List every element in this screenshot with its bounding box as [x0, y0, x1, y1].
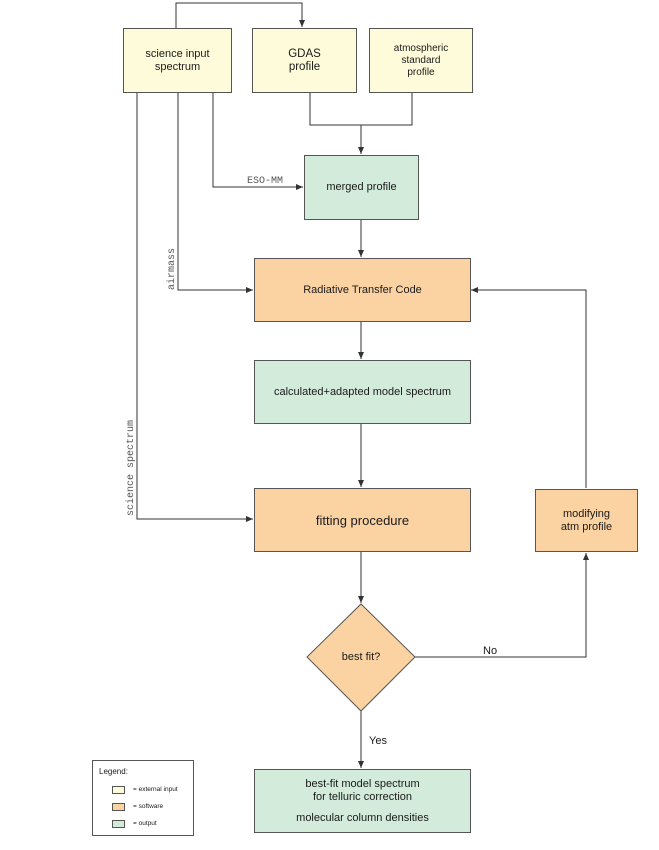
airmass-label: airmass	[167, 247, 178, 290]
legend: Legend: = external input = software = ou…	[92, 760, 194, 836]
edge-airmass	[177, 93, 253, 293]
edge-science-spectrum	[136, 93, 253, 522]
box-line: for telluric correction	[312, 790, 413, 803]
box-line: atmospheric	[393, 42, 449, 54]
box-line: modifying	[562, 507, 611, 520]
box-line: molecular column densities	[296, 811, 429, 824]
edge-science-to-gdas	[175, 2, 305, 28]
edge-gdas-to-merge	[309, 93, 361, 126]
legend-label-output: = output	[133, 820, 157, 827]
atmospheric-standard-profile-box: atmospheric standard profile	[369, 28, 473, 93]
box-line: best-fit model spectrum	[305, 777, 420, 790]
science-spectrum-label: science spectrum	[126, 419, 137, 516]
legend-swatch-software	[112, 803, 125, 811]
box-line: science input	[145, 47, 210, 60]
fitting-procedure-box: fitting procedure	[254, 488, 471, 552]
box-line: GDAS	[288, 47, 321, 60]
legend-label-software: = software	[133, 803, 164, 810]
yes-label: Yes	[369, 735, 387, 747]
edge-atm-to-merge	[361, 93, 413, 126]
gdas-profile-box: GDAS profile	[252, 28, 357, 93]
model-spectrum-box: calculated+adapted model spectrum	[254, 360, 471, 424]
legend-label-external-input: = external input	[133, 786, 178, 793]
box-line: profile	[288, 60, 321, 73]
decision-diamond	[306, 603, 416, 712]
legend-swatch-external-input	[112, 786, 125, 794]
box-line: calculated+adapted model spectrum	[273, 385, 452, 398]
radiative-transfer-code-box: Radiative Transfer Code	[254, 258, 471, 322]
box-line: fitting procedure	[315, 512, 410, 528]
box-line: atm profile	[560, 520, 613, 533]
merged-profile-box: merged profile	[304, 155, 419, 220]
eso-mm-label: ESO-MM	[247, 176, 284, 187]
legend-title: Legend:	[99, 767, 128, 776]
edge-eso-mm	[212, 93, 303, 190]
box-line: merged profile	[326, 181, 397, 193]
decision-label: best fit?	[341, 651, 381, 663]
box-line: standard	[401, 54, 441, 66]
edge-no	[415, 553, 589, 658]
no-label: No	[483, 645, 498, 657]
box-line: Radiative Transfer Code	[303, 283, 422, 296]
legend-swatch-output	[112, 820, 125, 828]
edge-modifying-to-rtc	[471, 287, 587, 488]
modifying-atm-profile-box: modifying atm profile	[535, 489, 638, 552]
box-line: profile	[407, 66, 435, 78]
box-line: spectrum	[154, 60, 201, 73]
best-fit-output-box: best-fit model spectrum for telluric cor…	[254, 769, 471, 833]
science-input-spectrum-box: science input spectrum	[123, 28, 232, 93]
